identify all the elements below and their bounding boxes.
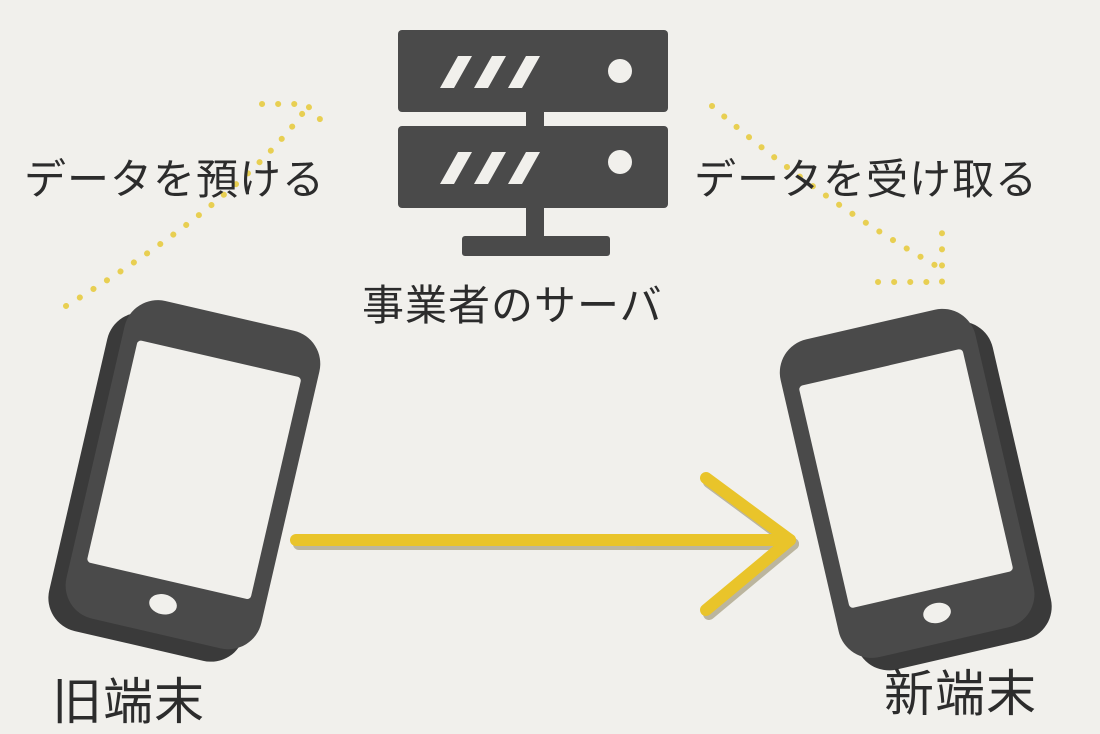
server-label: 事業者のサーバ [362, 281, 663, 330]
upload-label: データを預ける [24, 155, 326, 204]
server-icon [398, 30, 668, 256]
download-dotted-path [709, 103, 945, 285]
old-device-icon [48, 300, 321, 662]
transfer-arrow-icon [290, 472, 799, 620]
new-device-label: 新端末 [884, 665, 1037, 723]
old-device-label: 旧端末 [52, 673, 205, 731]
new-device-icon [779, 308, 1052, 671]
download-label: データを受け取る [694, 155, 1039, 204]
upload-dotted-path [63, 101, 333, 309]
